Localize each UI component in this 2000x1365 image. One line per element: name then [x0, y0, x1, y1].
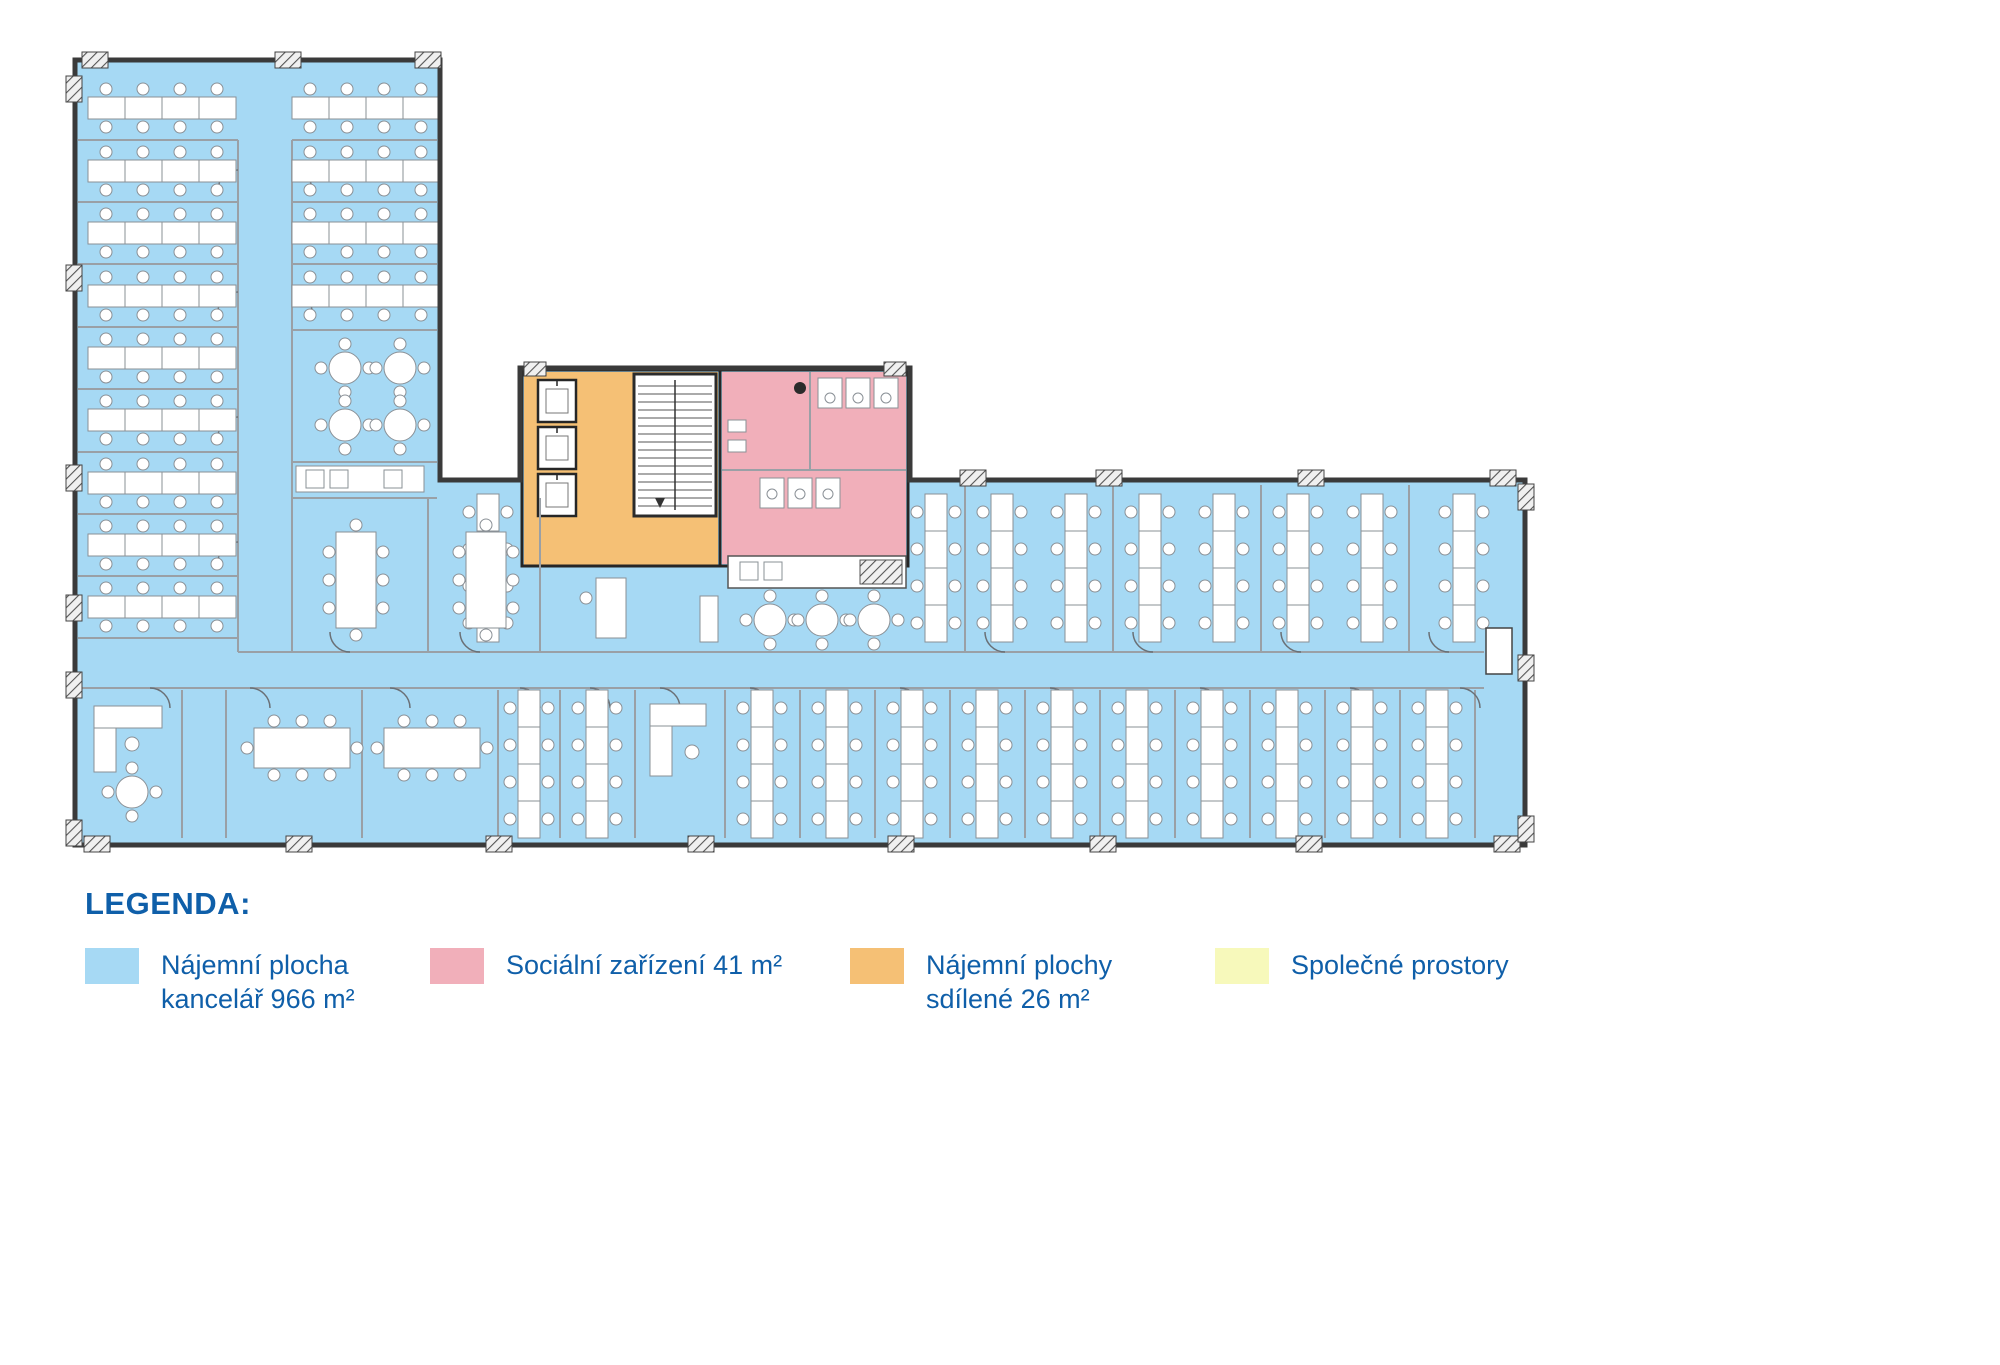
legend-label-office: Nájemní plocha kancelář 966 m²	[161, 950, 355, 1014]
legend-label-shared: Nájemní plochy sdílené 26 m²	[926, 950, 1113, 1014]
legend-title: LEGENDA:	[85, 886, 251, 921]
outer-walls	[72, 57, 1528, 848]
legend-swatch-shared	[850, 948, 904, 984]
legend-swatch-office	[85, 948, 139, 984]
legend-item-sanitary: Sociální zařízení 41 m²	[430, 948, 782, 984]
core	[520, 368, 910, 568]
legend-swatch-sanitary	[430, 948, 484, 984]
legend-item-shared: Nájemní plochy sdílené 26 m²	[850, 948, 1112, 1016]
legend-item-office: Nájemní plocha kancelář 966 m²	[85, 948, 355, 1016]
drain-icon	[794, 382, 806, 394]
reception-desk	[579, 577, 719, 643]
kitchenette	[295, 465, 425, 493]
elevator-icon	[536, 425, 578, 471]
executive-desk	[93, 703, 707, 823]
furniture-dining	[739, 589, 905, 651]
structural-piers	[65, 51, 1535, 853]
legend-swatch-common	[1215, 948, 1269, 984]
kitchen-counter	[727, 555, 907, 589]
elevator-icon	[536, 378, 578, 424]
legend-label-common: Společné prostory	[1291, 950, 1509, 980]
vestibule-door	[1485, 627, 1513, 675]
legend-item-common: Společné prostory	[1215, 948, 1509, 984]
stair-arrow-icon	[655, 498, 665, 508]
elevator-icon	[536, 472, 578, 518]
legend-label-sanitary: Sociální zařízení 41 m²	[506, 950, 783, 980]
sanitary-fixtures	[722, 372, 906, 509]
